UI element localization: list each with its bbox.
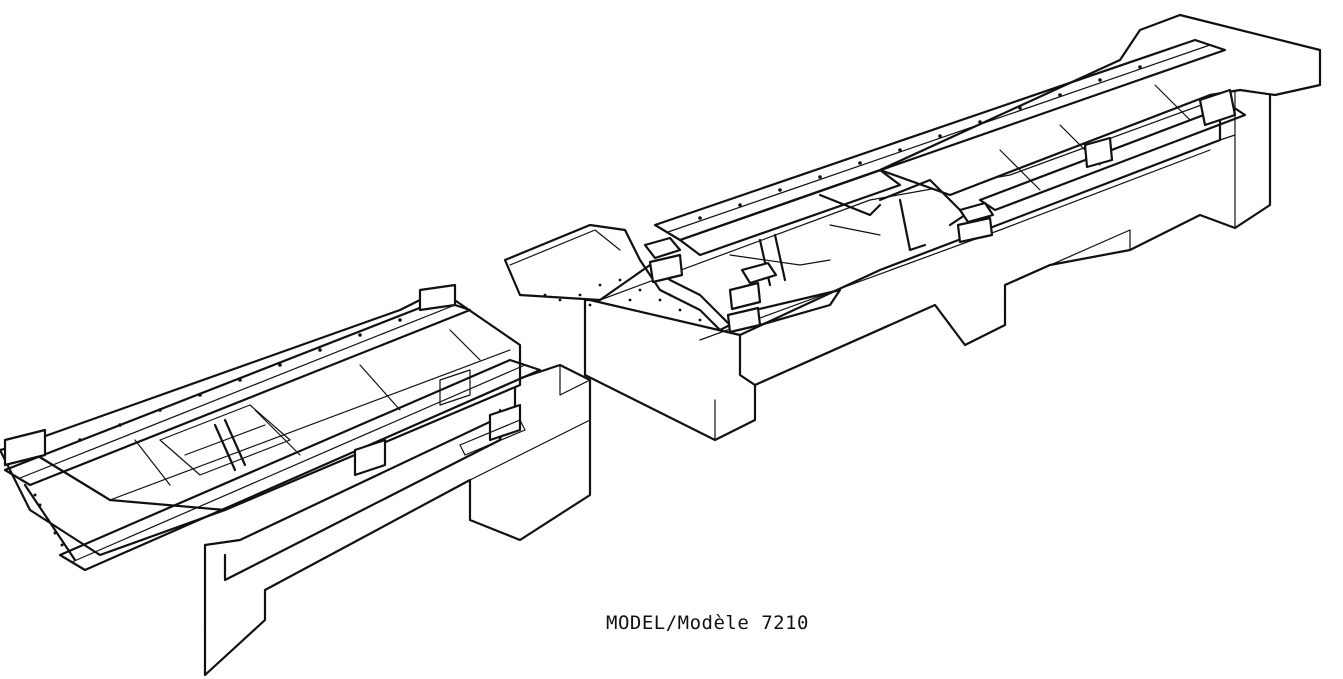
left-unit bbox=[0, 283, 592, 677]
right-front-deck bbox=[503, 223, 732, 332]
right-support-pads bbox=[643, 88, 1237, 334]
right-concrete-pit bbox=[583, 73, 1272, 442]
left-lip bbox=[23, 483, 77, 562]
left-underframe bbox=[159, 369, 526, 477]
right-rail-rivets bbox=[698, 65, 1142, 220]
right-main-deck bbox=[878, 13, 1322, 197]
right-unit bbox=[503, 13, 1322, 442]
left-rail-rivets bbox=[78, 318, 402, 442]
left-side-rails bbox=[3, 283, 542, 572]
model-caption: MODEL/Modèle 7210 bbox=[606, 612, 809, 634]
right-side-rails bbox=[653, 38, 1247, 242]
left-deck-platform bbox=[0, 288, 522, 557]
right-underframe bbox=[678, 168, 967, 287]
